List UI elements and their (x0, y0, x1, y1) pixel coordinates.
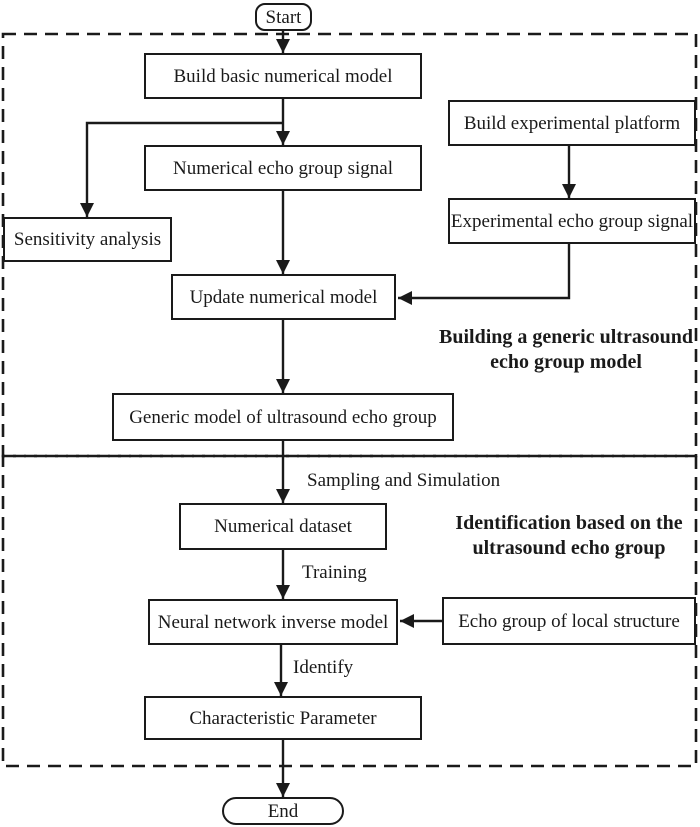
node-characteristic-parameter: Characteristic Parameter (144, 696, 422, 740)
node-build-experimental-label: Build experimental platform (463, 112, 681, 134)
node-end: End (222, 797, 344, 825)
node-numerical-echo-label: Numerical echo group signal (172, 157, 393, 179)
section-title-building-line1: Building a generic ultrasound (439, 326, 693, 348)
node-numerical-dataset: Numerical dataset (179, 503, 387, 550)
section-title-identification-line1: Identification based on the (455, 512, 683, 534)
section-title-building: Building a generic ultrasound echo group… (430, 325, 700, 375)
node-neural-label: Neural network inverse model (157, 611, 389, 633)
node-sensitivity-analysis: Sensitivity analysis (3, 217, 172, 262)
node-update-label: Update numerical model (189, 286, 378, 308)
node-start-label: Start (265, 6, 302, 28)
arrow-exp-echo-to-update (398, 244, 571, 305)
node-update-numerical-model: Update numerical model (171, 274, 396, 320)
arrow-branch-to-sensitivity (80, 121, 283, 217)
node-build-basic-label: Build basic numerical model (173, 65, 393, 87)
node-characteristic-label: Characteristic Parameter (189, 707, 377, 729)
node-numerical-echo-group-signal: Numerical echo group signal (144, 145, 422, 191)
edge-label-sampling-and-simulation: Sampling and Simulation (307, 470, 501, 491)
node-experimental-echo-label: Experimental echo group signal (450, 210, 694, 232)
node-echo-local-label: Echo group of local structure (458, 610, 680, 632)
section-title-identification-line2: ultrasound echo group (472, 537, 666, 559)
node-dataset-label: Numerical dataset (214, 516, 352, 537)
node-start: Start (255, 3, 312, 31)
node-experimental-echo-group-signal: Experimental echo group signal (448, 198, 696, 244)
node-neural-network-inverse-model: Neural network inverse model (148, 599, 398, 645)
node-build-basic-numerical-model: Build basic numerical model (144, 53, 422, 99)
node-build-experimental-platform: Build experimental platform (448, 100, 696, 146)
node-echo-group-local-structure: Echo group of local structure (442, 597, 696, 645)
section-title-identification: Identification based on the ultrasound e… (433, 511, 700, 561)
edge-label-training: Training (302, 562, 367, 583)
node-sensitivity-label: Sensitivity analysis (13, 229, 162, 250)
edge-label-identify: Identify (293, 657, 354, 678)
node-generic-model-ultrasound-echo-group: Generic model of ultrasound echo group (112, 393, 454, 441)
node-generic-label: Generic model of ultrasound echo group (129, 406, 437, 428)
section-frame-identification (1, 454, 698, 768)
node-end-label: End (267, 800, 299, 822)
section-title-building-line2: echo group model (490, 351, 642, 373)
